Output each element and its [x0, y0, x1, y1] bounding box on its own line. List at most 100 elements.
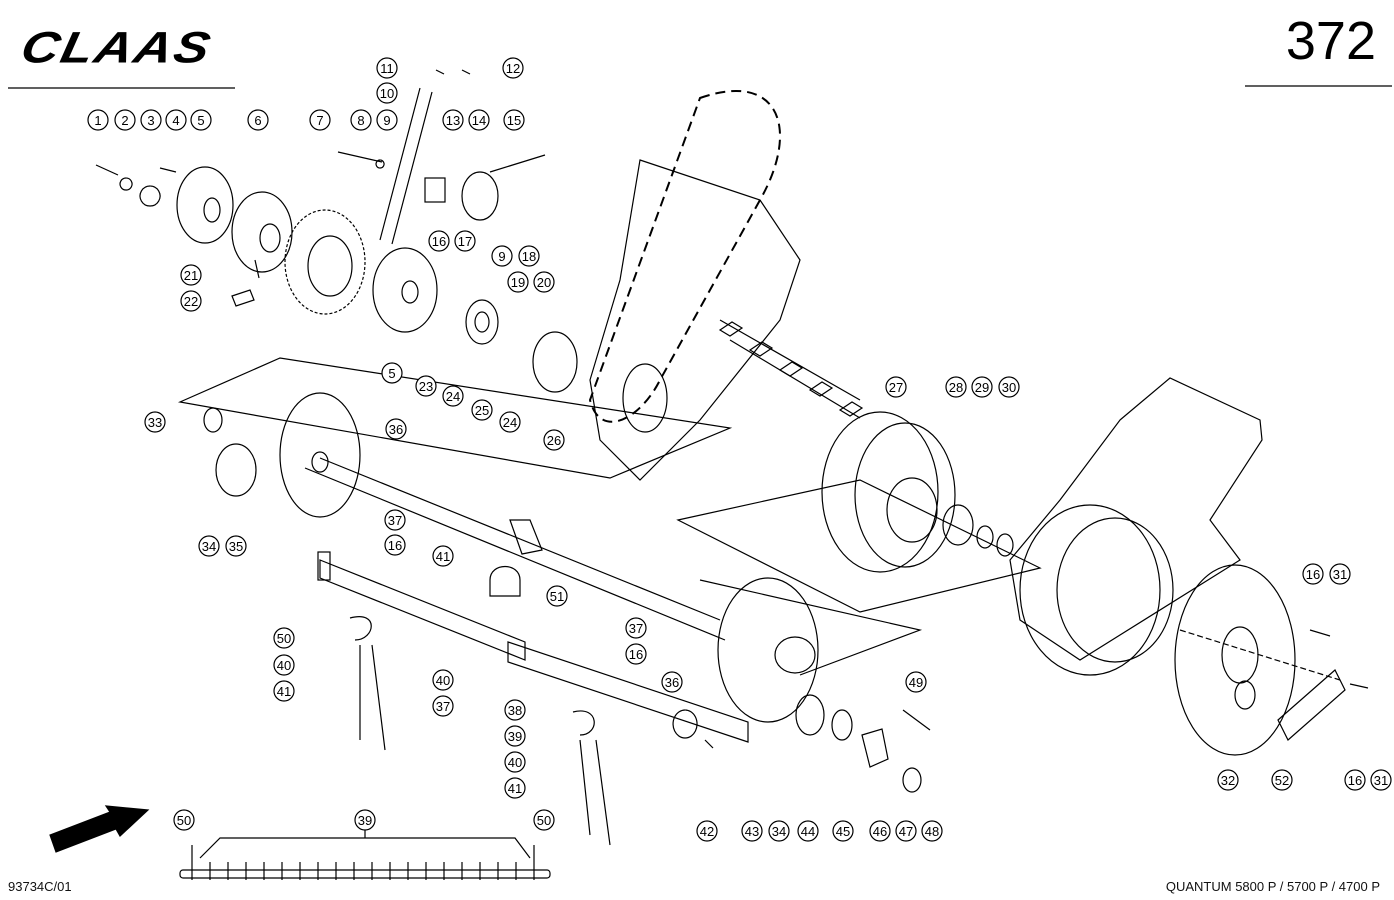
callout-8: 8	[350, 109, 372, 131]
svg-text:30: 30	[1002, 380, 1016, 395]
svg-text:52: 52	[1275, 773, 1289, 788]
page-number: 372	[1285, 11, 1376, 71]
callout-46: 46	[869, 820, 891, 842]
svg-text:13: 13	[446, 113, 460, 128]
callout-9: 9	[376, 109, 398, 131]
callout-19: 19	[507, 271, 529, 293]
callout-17: 17	[454, 230, 476, 252]
svg-text:24: 24	[503, 415, 517, 430]
callout-25: 25	[471, 399, 493, 421]
callout-36b: 36	[661, 671, 683, 693]
svg-text:12: 12	[506, 61, 520, 76]
callout-37: 37	[384, 509, 406, 531]
svg-text:16: 16	[388, 538, 402, 553]
svg-text:24: 24	[446, 389, 460, 404]
svg-text:41: 41	[436, 549, 450, 564]
svg-text:16: 16	[432, 234, 446, 249]
callout-21: 21	[180, 264, 202, 286]
callout-10: 10	[376, 82, 398, 104]
svg-text:23: 23	[419, 379, 433, 394]
callout-31: 31	[1329, 563, 1351, 585]
svg-text:7: 7	[316, 113, 323, 128]
svg-text:31: 31	[1374, 773, 1388, 788]
callout-9b: 9	[491, 245, 513, 267]
callout-44: 44	[797, 820, 819, 842]
svg-text:1: 1	[94, 113, 101, 128]
svg-text:37: 37	[436, 699, 450, 714]
callout-14: 14	[468, 109, 490, 131]
callout-18: 18	[518, 245, 540, 267]
callout-30: 30	[998, 376, 1020, 398]
callout-7: 7	[309, 109, 331, 131]
callout-37b: 37	[625, 617, 647, 639]
svg-text:37: 37	[629, 621, 643, 636]
callout-11: 11	[376, 57, 398, 79]
callout-13: 13	[442, 109, 464, 131]
svg-text:40: 40	[436, 673, 450, 688]
callout-50c: 50	[533, 809, 555, 831]
svg-text:9: 9	[498, 249, 505, 264]
svg-text:39: 39	[508, 729, 522, 744]
svg-text:37: 37	[388, 513, 402, 528]
svg-text:33: 33	[148, 415, 162, 430]
svg-text:8: 8	[357, 113, 364, 128]
svg-text:31: 31	[1333, 567, 1347, 582]
svg-text:50: 50	[277, 631, 291, 646]
callout-35: 35	[225, 535, 247, 557]
svg-text:5: 5	[388, 366, 395, 381]
callout-24b: 24	[499, 411, 521, 433]
callout-6: 6	[247, 109, 269, 131]
callout-48: 48	[921, 820, 943, 842]
callout-34b: 34	[768, 820, 790, 842]
callout-50: 50	[273, 627, 295, 649]
svg-text:34: 34	[772, 824, 786, 839]
callout-20: 20	[533, 271, 555, 293]
svg-text:11: 11	[380, 61, 394, 76]
svg-text:40: 40	[277, 658, 291, 673]
callout-16b: 16	[384, 534, 406, 556]
callout-41: 41	[432, 545, 454, 567]
callout-41c: 41	[504, 777, 526, 799]
callout-28: 28	[945, 376, 967, 398]
svg-text:40: 40	[508, 755, 522, 770]
callout-37c: 37	[432, 695, 454, 717]
svg-text:14: 14	[472, 113, 486, 128]
svg-text:27: 27	[889, 380, 903, 395]
svg-text:25: 25	[475, 403, 489, 418]
callout-26: 26	[543, 429, 565, 451]
svg-text:28: 28	[949, 380, 963, 395]
svg-text:46: 46	[873, 824, 887, 839]
callout-1: 1	[87, 109, 109, 131]
callout-29: 29	[971, 376, 993, 398]
svg-text:21: 21	[184, 268, 198, 283]
svg-text:42: 42	[700, 824, 714, 839]
callout-23: 23	[415, 375, 437, 397]
svg-text:36: 36	[665, 675, 679, 690]
svg-text:41: 41	[508, 781, 522, 796]
callout-40c: 40	[504, 751, 526, 773]
callout-16: 16	[428, 230, 450, 252]
callout-36: 36	[385, 418, 407, 440]
svg-text:19: 19	[511, 275, 525, 290]
model-designation: QUANTUM 5800 P / 5700 P / 4700 P	[1165, 879, 1380, 894]
svg-text:38: 38	[508, 703, 522, 718]
callout-16c: 16	[625, 643, 647, 665]
callout-31b: 31	[1370, 769, 1392, 791]
svg-text:50: 50	[537, 813, 551, 828]
svg-text:9: 9	[383, 113, 390, 128]
callout-5b: 5	[381, 362, 403, 384]
callout-41b: 41	[273, 680, 295, 702]
callout-24: 24	[442, 385, 464, 407]
svg-text:6: 6	[254, 113, 261, 128]
svg-text:47: 47	[899, 824, 913, 839]
svg-text:45: 45	[836, 824, 850, 839]
svg-text:48: 48	[925, 824, 939, 839]
svg-text:49: 49	[909, 675, 923, 690]
callout-42: 42	[696, 820, 718, 842]
svg-text:5: 5	[197, 113, 204, 128]
callout-12: 12	[502, 57, 524, 79]
svg-text:18: 18	[522, 249, 536, 264]
svg-text:17: 17	[458, 234, 472, 249]
callout-51: 51	[546, 585, 568, 607]
